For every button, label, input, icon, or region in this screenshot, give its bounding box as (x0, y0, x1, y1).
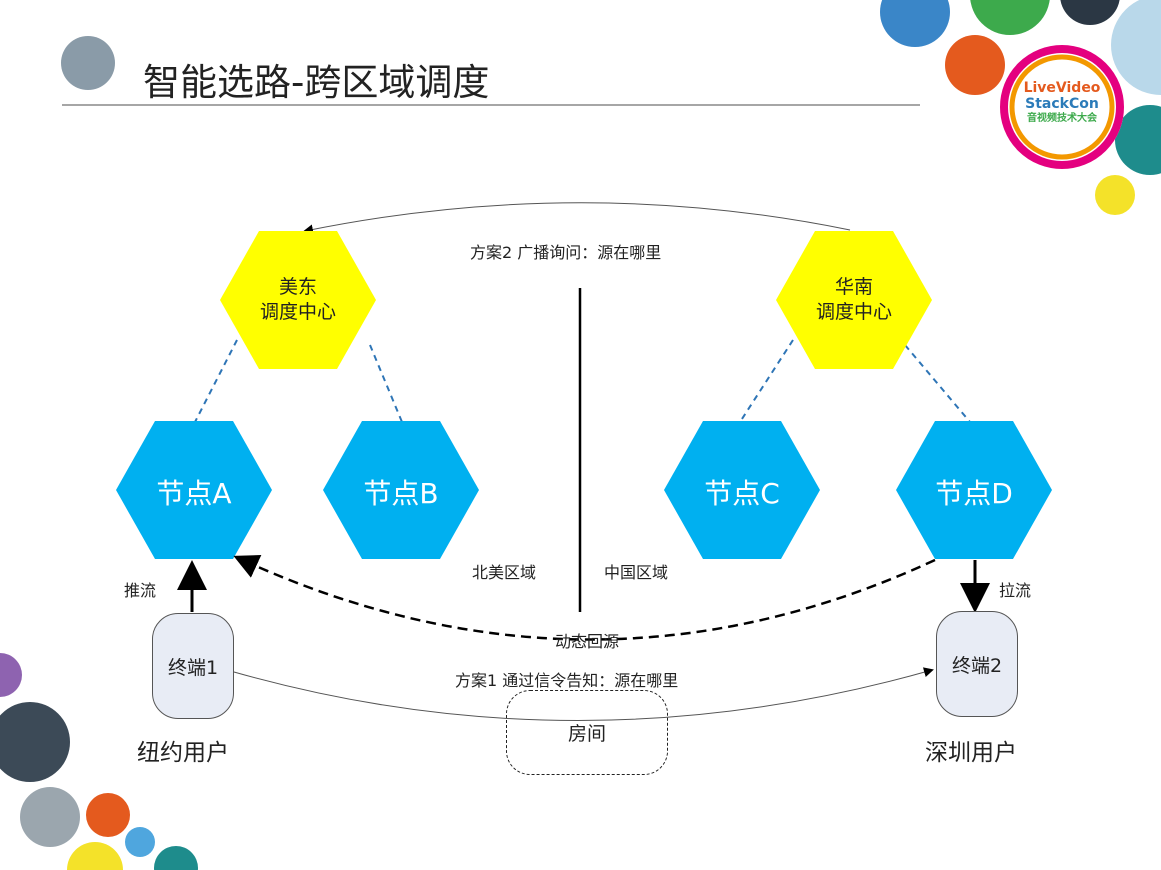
plan1-curve (233, 667, 934, 721)
us-east-center-line2: 调度中心 (259, 301, 336, 323)
plan2-arc (303, 202, 851, 235)
node-c-label: 节点C (704, 477, 780, 510)
south-china-center-line1: 华南 (834, 276, 873, 298)
terminal-2: 终端2 (936, 611, 1018, 717)
logo-line3: 音视频技术大会 (1027, 113, 1097, 124)
terminal-1-label: 终端1 (167, 656, 219, 679)
decorative-bubbles-bottom (0, 653, 198, 870)
node-b-label: 节点B (363, 477, 439, 510)
pull-label: 拉流 (999, 581, 1032, 600)
north-america-label: 北美区域 (472, 563, 537, 582)
back-to-source-arrow (233, 554, 936, 641)
livevideo-stackcon-logo (1000, 45, 1124, 169)
node-d-label: 节点D (935, 477, 1013, 510)
logo-line1: LiveVideo (1023, 80, 1101, 96)
hex-us-east-center (220, 231, 376, 369)
shenzhen-user-label: 深圳用户 (925, 740, 1017, 766)
hex-node-c (664, 421, 820, 559)
room-label: 房间 (567, 723, 606, 745)
terminal-1: 终端1 (152, 613, 234, 719)
decorative-bubbles-top (880, 0, 1161, 215)
hex-node-a (116, 421, 272, 559)
hex-node-d (896, 421, 1052, 559)
logo-line2: StackCon (1025, 96, 1099, 112)
hex-node-b (323, 421, 479, 559)
us-east-center-line1: 美东 (278, 276, 317, 298)
push-label: 推流 (124, 581, 157, 600)
title-bullet-icon (61, 36, 115, 90)
page-title: 智能选路-跨区域调度 (143, 61, 490, 104)
us-east-center-label: 美东 调度中心 (248, 275, 348, 325)
terminal-2-label: 终端2 (951, 654, 1003, 677)
newyork-user-label: 纽约用户 (137, 740, 229, 766)
south-china-center-label: 华南 调度中心 (804, 275, 904, 325)
center-node-connectors (194, 339, 971, 423)
node-a-label: 节点A (156, 477, 232, 510)
hex-south-china-center (776, 231, 932, 369)
plan1-label: 方案1 通过信令告知：源在哪里 (455, 671, 679, 690)
room-box: 房间 (506, 690, 668, 775)
south-china-center-line2: 调度中心 (815, 301, 892, 323)
plan2-label: 方案2 广播询问：源在哪里 (470, 243, 662, 262)
back-to-source-label: 动态回源 (555, 632, 620, 651)
china-label: 中国区域 (604, 563, 669, 582)
